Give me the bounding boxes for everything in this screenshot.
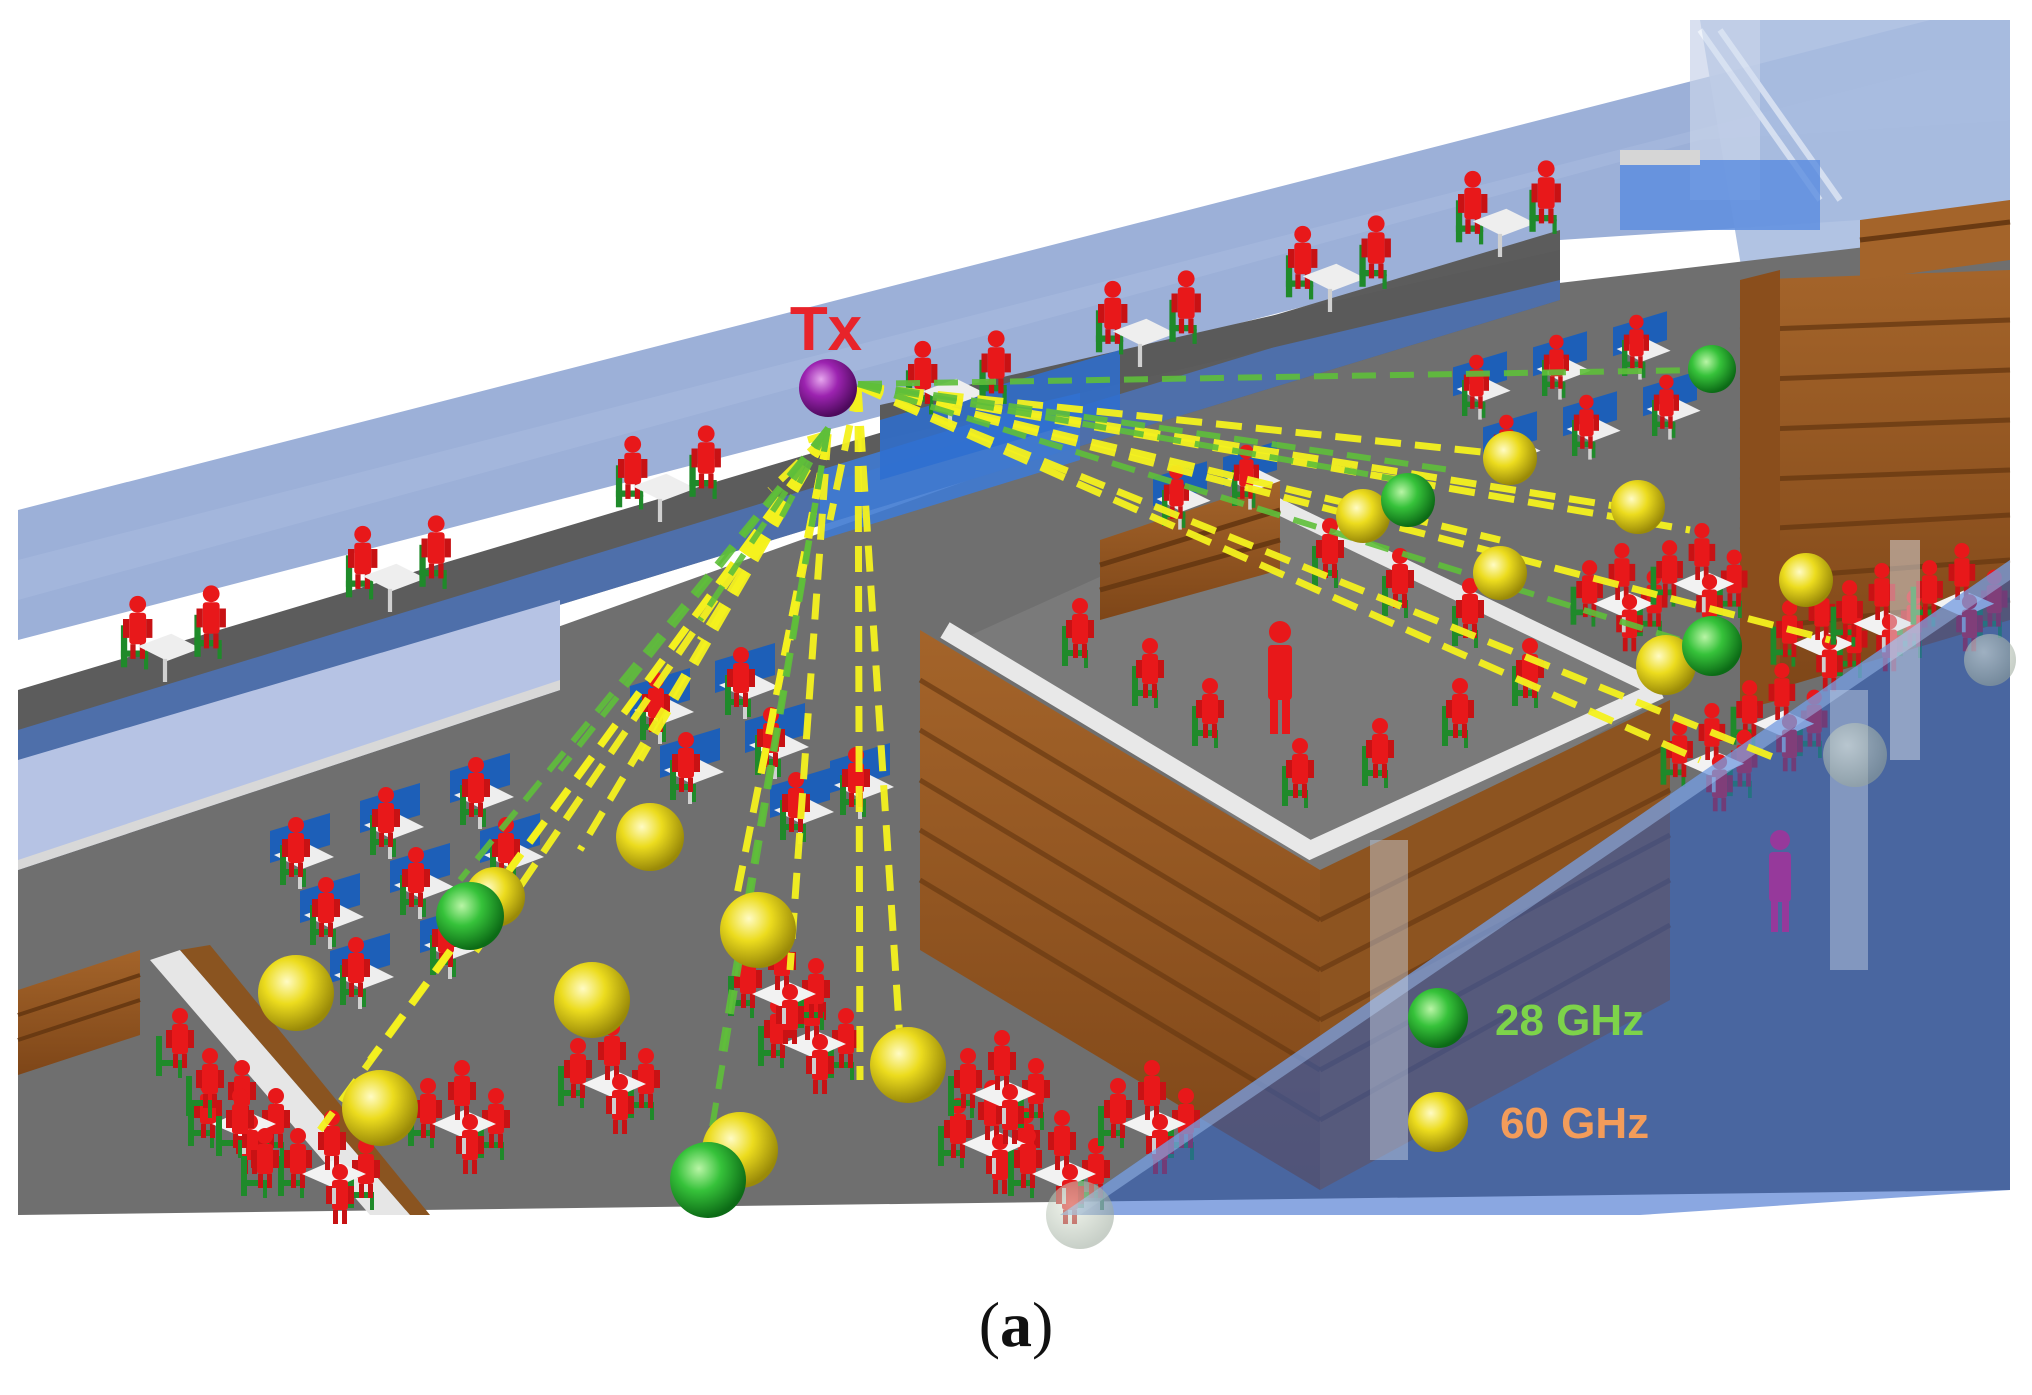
seating-area [120, 160, 2008, 1224]
desk-with-diner [660, 728, 724, 804]
receiver-60ghz-sphere [1483, 431, 1537, 485]
wooden-room-left-wall [920, 630, 1320, 1190]
table-with-diners [1455, 160, 1561, 257]
receiver-28ghz-sphere [1682, 616, 1742, 676]
back-glass-wall [18, 20, 2010, 640]
bench-diner [241, 1128, 279, 1198]
desk-with-diner [390, 843, 454, 919]
desk-with-diner [300, 873, 364, 949]
legend-item-28ghz: 28 GHz [1408, 988, 1644, 1048]
table-with-diners [120, 585, 226, 682]
table-with-diners [615, 425, 721, 522]
desk-with-diner [830, 743, 894, 819]
standing-person [1268, 621, 1292, 734]
receiver-60ghz-sphere [258, 955, 334, 1031]
receiver-60ghz-sphere [1336, 489, 1390, 543]
desk-with-diner [450, 753, 514, 829]
room-diner [1062, 598, 1094, 668]
round-table-with-diners [758, 980, 860, 1094]
receiver-28ghz-sphere [436, 882, 504, 950]
legend-green-sphere-icon [1408, 988, 1468, 1048]
receiver-60ghz-sphere [1779, 553, 1833, 607]
figure-caption: (a) [978, 1289, 1054, 1360]
room-diner [1442, 678, 1474, 748]
desk-with-diner [1153, 461, 1211, 530]
ray-paths [317, 367, 1831, 1201]
receiver-60ghz-sphere [1473, 546, 1527, 600]
room-diner [1132, 638, 1164, 708]
faded-receiver-sphere [1823, 723, 1887, 787]
legend: 28 GHz 60 GHz [1408, 988, 1649, 1152]
indoor-scene-diagram: Tx 28 GHz 60 GHz [17, 20, 2016, 1249]
table-with-diners [345, 515, 451, 612]
room-diner [1282, 738, 1314, 808]
round-table-with-diners [278, 1110, 380, 1224]
desk-with-diner [715, 643, 779, 719]
room-diner [1362, 718, 1394, 788]
caption-letter: a [1000, 1289, 1032, 1360]
round-table-with-diners [948, 1030, 1050, 1144]
desk-with-diner [270, 813, 334, 889]
transmitter: Tx [790, 295, 863, 417]
transmitter-sphere [799, 359, 857, 417]
room-diner [1192, 678, 1224, 748]
receiver-28ghz-sphere [1688, 345, 1736, 393]
desk-with-diner [1563, 391, 1621, 460]
receiver-points [258, 345, 2016, 1249]
bench-diner [186, 1048, 224, 1118]
faded-receiver-sphere [1046, 1181, 1114, 1249]
legend-label-28ghz: 28 GHz [1495, 996, 1644, 1045]
faded-receiver-sphere [1964, 634, 2016, 686]
transmitter-label: Tx [790, 295, 863, 364]
receiver-60ghz-sphere [616, 803, 684, 871]
receiver-60ghz-sphere [720, 892, 796, 968]
desk-with-diner [1643, 371, 1701, 440]
legend-yellow-sphere-icon [1408, 1092, 1468, 1152]
desk-with-diner [1613, 311, 1671, 380]
receiver-28ghz-sphere [670, 1142, 746, 1218]
bench-diner [216, 1088, 254, 1158]
table-with-diners [1095, 270, 1201, 367]
desk-with-diner [360, 783, 424, 859]
receiver-60ghz-sphere [1636, 635, 1696, 695]
desk-with-diner [330, 933, 394, 1009]
receiver-60ghz-sphere [870, 1027, 946, 1103]
receiver-60ghz-sphere [1611, 480, 1665, 534]
legend-item-60ghz: 60 GHz [1408, 1092, 1649, 1152]
legend-label-60ghz: 60 GHz [1500, 1099, 1649, 1148]
table-with-diners [1285, 215, 1391, 312]
receiver-28ghz-sphere [1381, 473, 1435, 527]
receiver-60ghz-sphere [554, 962, 630, 1038]
bench-diner [156, 1008, 194, 1078]
receiver-60ghz-sphere [342, 1070, 418, 1146]
